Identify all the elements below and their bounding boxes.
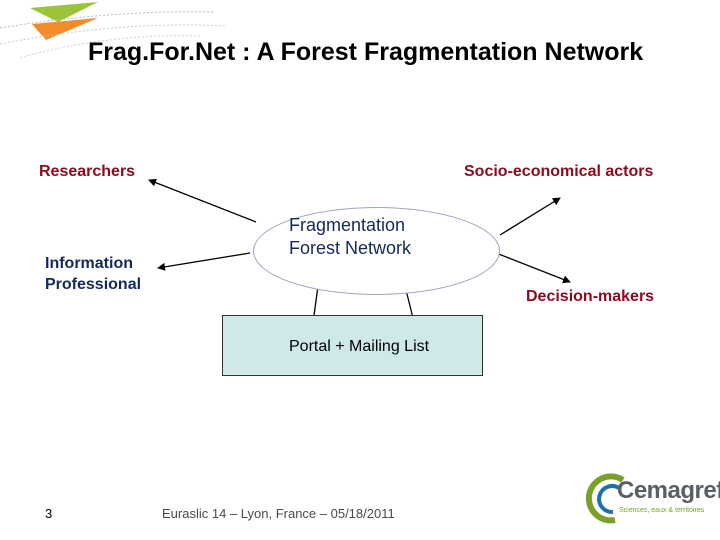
arrow-to-researchers: [148, 178, 257, 223]
info-professional-label: Information Professional: [45, 253, 141, 295]
arrow-to-decision-makers: [495, 252, 571, 284]
header-decoration: [0, 2, 226, 59]
center-label-line2: Forest Network: [289, 238, 412, 258]
orange-shape: [32, 18, 98, 40]
portal-label: Portal + Mailing List: [289, 338, 430, 355]
socio-actors-label: Socio-economical actors: [464, 163, 654, 180]
logo-tagline: Sciences, eaux & territoires: [619, 507, 705, 514]
center-label-line1: Fragmentation: [289, 215, 406, 235]
center-ellipse: [253, 207, 500, 295]
green-shape: [30, 2, 98, 22]
portal-box: [222, 315, 483, 376]
cemagref-logo-icon: [585, 473, 625, 524]
info-professional-line2: Professional: [45, 276, 142, 293]
slide-title: Frag.For.Net : A Forest Fragmentation Ne…: [88, 38, 644, 66]
researchers-label: Researchers: [39, 163, 136, 180]
logo-name: Cemagref: [617, 477, 720, 504]
arrow-to-socio-actors: [499, 197, 561, 236]
info-professional-line1: Information: [45, 255, 133, 272]
decision-makers-label: Decision-makers: [526, 288, 655, 305]
arrow-to-info-professional: [157, 252, 251, 271]
page-number: 3: [45, 506, 53, 521]
footer-event: Euraslic 14 – Lyon, France – 05/18/2011: [162, 506, 395, 521]
center-label: Fragmentation Forest Network: [289, 214, 411, 260]
